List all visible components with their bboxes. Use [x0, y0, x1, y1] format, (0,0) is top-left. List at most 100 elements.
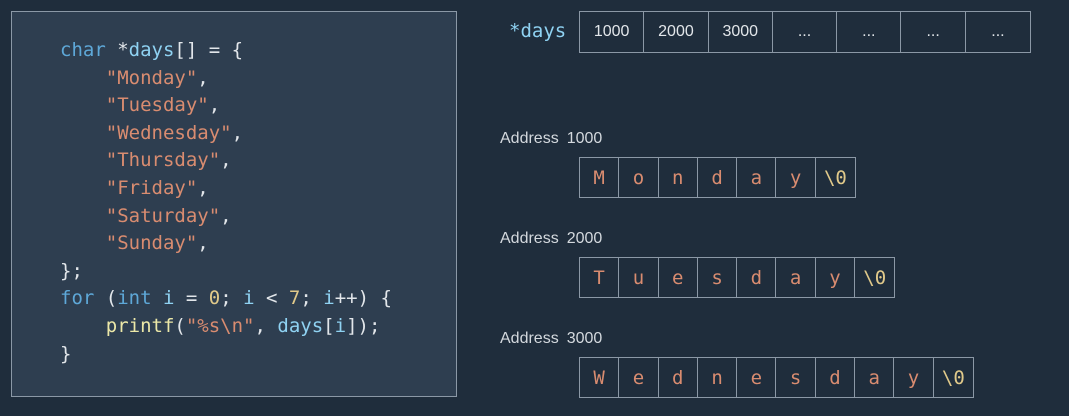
- code-token: "Tuesday": [105, 94, 209, 117]
- address-label-3000: Address 3000: [500, 330, 602, 348]
- code-token: [60, 315, 106, 337]
- char-cell: e: [737, 358, 777, 397]
- code-token: [: [323, 314, 335, 337]
- code-line: "Friday",: [60, 175, 392, 203]
- code-token: [152, 287, 163, 309]
- code-token: [60, 177, 106, 199]
- code-token: i: [334, 314, 347, 337]
- char-cell: T: [580, 258, 620, 297]
- char-cell: n: [659, 158, 698, 197]
- char-cell: n: [698, 358, 738, 397]
- address-word: Address: [500, 330, 559, 347]
- code-token: "Monday": [105, 66, 198, 89]
- code-line: "Monday",: [60, 65, 392, 93]
- address-value: 1000: [566, 130, 603, 147]
- pointer-array-cell: ...: [991, 23, 1005, 40]
- code-token: ,: [197, 232, 209, 255]
- code-token: [60, 205, 106, 227]
- pointer-array-cell: ...: [901, 12, 966, 52]
- code-line: "Thursday",: [60, 147, 392, 175]
- code-token: [60, 149, 106, 171]
- code-token: ;: [220, 287, 244, 310]
- address-word: Address: [500, 230, 559, 247]
- pointer-array-cell: 2000: [644, 12, 709, 52]
- code-token: "Sunday": [105, 232, 198, 255]
- code-line: char *days[] = {: [60, 37, 392, 65]
- code-token: i: [163, 287, 175, 310]
- char-cell: y: [816, 258, 856, 297]
- char-cell: d: [816, 358, 856, 397]
- code-token: i: [243, 287, 255, 310]
- char-cell: d: [698, 158, 738, 197]
- code-token: ,: [254, 314, 278, 337]
- code-token: ++) {: [334, 287, 392, 310]
- code-token: i: [323, 287, 335, 310]
- code-token: days: [128, 39, 175, 61]
- code-token: ]);: [346, 314, 381, 337]
- char-cell: d: [659, 358, 698, 397]
- code-token: ,: [220, 204, 232, 227]
- code-token: [60, 94, 106, 116]
- char-cell: o: [619, 158, 659, 197]
- address-value: 3000: [566, 330, 603, 347]
- char-cell: d: [737, 258, 777, 297]
- code-token: <: [254, 287, 289, 310]
- char-cell: e: [619, 358, 659, 397]
- address-value: 2000: [566, 230, 603, 247]
- code-token: ;: [300, 287, 324, 310]
- char-cell: y: [894, 358, 934, 397]
- char-cell: e: [659, 258, 698, 297]
- code-token: "Saturday": [105, 204, 221, 227]
- null-terminator-cell: \0: [863, 266, 887, 289]
- code-token: int: [117, 287, 152, 310]
- code-line: "Saturday",: [60, 203, 392, 231]
- code-line: }: [60, 341, 392, 369]
- code-token: "Friday": [105, 176, 198, 199]
- code-token: "Wednesday": [105, 121, 232, 144]
- char-cell: s: [698, 258, 738, 297]
- char-cell: M: [580, 158, 620, 197]
- code-line: "Sunday",: [60, 230, 392, 258]
- char-cell: a: [776, 258, 816, 297]
- pointer-array-cell: ...: [773, 12, 838, 52]
- code-token: ,: [197, 176, 209, 199]
- char-cell: s: [776, 358, 816, 397]
- code-line: "Wednesday",: [60, 120, 392, 148]
- array-label: *days: [509, 20, 567, 42]
- code-line: printf("%s\n", days[i]);: [60, 313, 392, 341]
- pointer-array-cell: 3000: [709, 12, 773, 52]
- char-cell: W: [580, 358, 620, 397]
- address-label-2000: Address 2000: [500, 230, 602, 248]
- code-token: };: [60, 259, 83, 282]
- code-block: char *days[] = { "Monday", "Tuesday", "W…: [60, 37, 392, 368]
- code-token: (: [94, 287, 118, 310]
- null-terminator-cell: \0: [941, 366, 965, 389]
- code-token: ,: [197, 66, 209, 89]
- code-token: ,: [220, 149, 232, 172]
- code-token: [60, 67, 106, 89]
- code-token: *: [105, 39, 129, 61]
- code-line: };: [60, 258, 392, 286]
- code-token: ,: [208, 94, 221, 117]
- code-token: 0: [208, 287, 221, 310]
- code-token: 7: [288, 287, 301, 310]
- code-token: (: [174, 314, 186, 337]
- char-cell: a: [737, 158, 777, 197]
- code-token: [] = {: [174, 39, 244, 61]
- code-token: =: [174, 287, 209, 310]
- code-panel: char *days[] = { "Monday", "Tuesday", "W…: [11, 11, 457, 397]
- code-token: ,: [231, 121, 244, 144]
- char-cell: y: [776, 158, 816, 197]
- null-terminator-cell: \0: [823, 166, 847, 189]
- code-token: char: [60, 39, 106, 61]
- code-token: days: [277, 314, 324, 337]
- pointer-array-cell: 1000: [580, 12, 645, 52]
- pointer-array-cell: ...: [837, 12, 902, 52]
- code-token: printf: [105, 314, 175, 337]
- code-token: [60, 232, 106, 254]
